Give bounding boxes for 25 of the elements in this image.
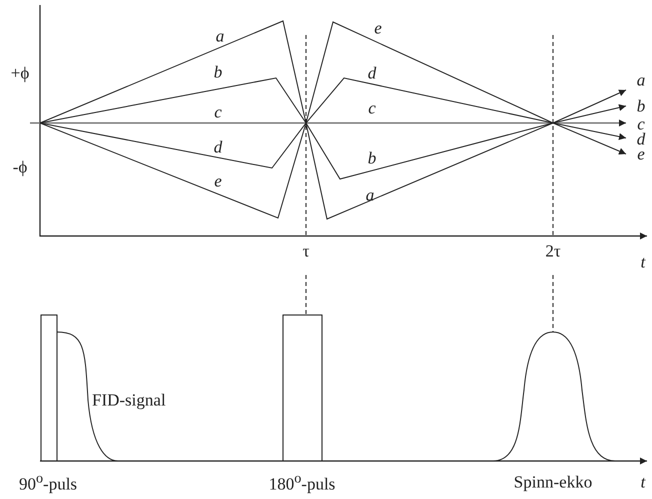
curve-label: b [636, 98, 646, 114]
curve-label: d [368, 64, 376, 82]
curve-label: e [374, 20, 382, 36]
curve-label: b [214, 64, 222, 80]
axis-label: -ϕ [12, 158, 28, 176]
curve-label: c [637, 116, 645, 132]
curve-label: a [636, 72, 646, 88]
signal-label: FID-signal [92, 392, 166, 408]
curve-label: c [214, 104, 222, 120]
curve-label: c [368, 100, 376, 116]
pulse-label: 180$^{o}$-puls [268, 472, 336, 492]
curve-label: e [214, 172, 222, 190]
tick-label: 2τ [545, 242, 561, 260]
curve-label: b [368, 150, 376, 166]
curve-label: d [636, 130, 646, 148]
signal-label: Spinn-ekko [514, 474, 592, 490]
curve-label: d [214, 138, 222, 156]
tick-label: τ [302, 242, 310, 260]
axis-label: +ϕ [10, 64, 30, 82]
axis-label: t [640, 254, 646, 270]
pulse-label: 90$^{o}$-puls [18, 472, 78, 492]
curve-label: a [366, 186, 374, 204]
axis-label: t [640, 474, 646, 490]
curve-label: e [637, 146, 645, 162]
curve-label: a [216, 28, 224, 44]
